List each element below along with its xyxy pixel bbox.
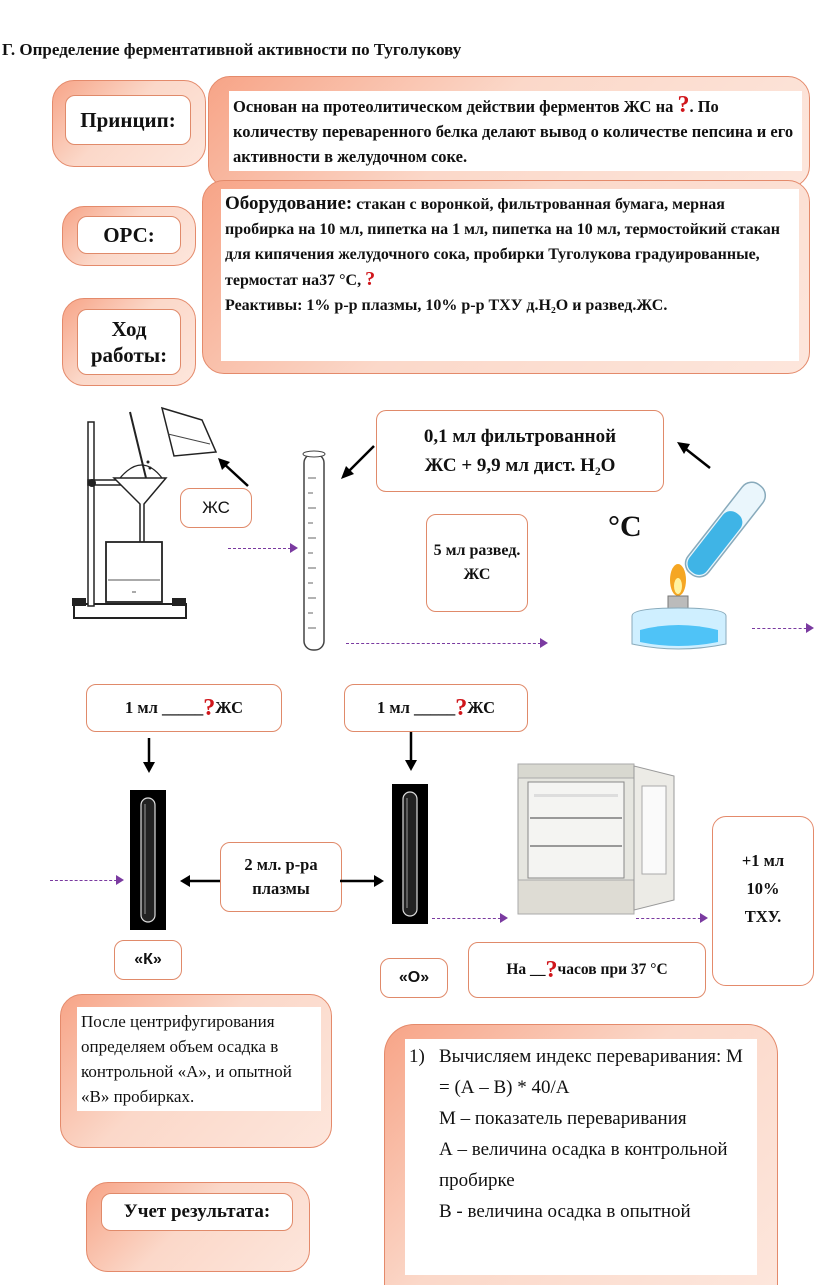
burner-heating-illustration <box>631 481 767 650</box>
question-mark: ? <box>677 92 690 118</box>
one-ml-right-box: 1 мл _____? ЖС <box>344 684 528 732</box>
principle-label-box: Принцип: <box>52 80 206 167</box>
reagents-text: Реактивы: 1% р-р плазмы, 10% р-р ТХУ д.Н… <box>225 297 668 314</box>
degree-c-label: °С <box>608 510 642 543</box>
procedure-label: Ход работы: <box>77 309 181 375</box>
incubator-illustration <box>517 763 675 915</box>
dilution-line-2: ЖС + 9,9 мл дист. Н₂О <box>424 455 616 476</box>
step-number: 1) <box>409 1046 425 1067</box>
centrifuge-note-box: После центрифугирования определяем объем… <box>60 994 332 1148</box>
results-label: Учет результата: <box>101 1193 293 1231</box>
graduated-tube-illustration <box>302 450 326 651</box>
ors-label: ОРС: <box>77 216 181 254</box>
calculation-text: 1) Вычисляем индекс переваривания: М = (… <box>405 1039 757 1275</box>
results-label-box: Учет результата: <box>86 1182 310 1272</box>
principle-label: Принцип: <box>65 95 191 145</box>
arrow-up-left-icon <box>218 458 249 487</box>
arrow-left-icon <box>180 875 222 887</box>
procedure-label-box: Ход работы: <box>62 298 196 386</box>
dilution-line-1: 0,1 мл фильтрованной <box>423 426 617 447</box>
tube-k-label: «К» <box>114 940 182 980</box>
tube-o-label: «О» <box>380 958 448 998</box>
question-mark: ? <box>455 694 468 721</box>
calc-line-4: В - величина осадка в опытной <box>439 1201 691 1222</box>
arrow-right-icon <box>340 875 384 887</box>
calc-line-3: А – величина осадка в контрольной пробир… <box>439 1139 728 1191</box>
principle-box: Основан на протеолитическом действии фер… <box>208 76 810 188</box>
equipment-text: Оборудование: стакан с воронкой, фильтро… <box>221 189 799 361</box>
arrow-down-icon <box>405 732 417 771</box>
equipment-heading: Оборудование: <box>225 193 353 214</box>
principle-text: Основан на протеолитическом действии фер… <box>229 91 802 171</box>
dashed-arrow <box>228 543 298 553</box>
question-mark: ? <box>545 956 558 983</box>
tca-box: +1 мл 10% ТХУ. <box>712 816 814 986</box>
calc-line-2: М – показатель переваривания <box>439 1108 687 1129</box>
arrow-up-left-icon <box>677 442 711 469</box>
calculation-box: 1) Вычисляем индекс переваривания: М = (… <box>384 1024 778 1285</box>
ors-label-box: ОРС: <box>62 206 196 266</box>
arrow-down-left-icon <box>341 445 375 479</box>
dashed-arrow <box>50 875 124 885</box>
five-ml-box: 5 мл развед. ЖС <box>426 514 528 612</box>
tca-text: +1 мл 10% ТХУ. <box>741 851 785 926</box>
dashed-arrow <box>636 913 708 923</box>
dashed-arrow <box>346 638 548 648</box>
one-ml-left-box: 1 мл _____? ЖС <box>86 684 282 732</box>
dashed-arrow <box>432 913 508 923</box>
question-mark: ? <box>203 694 216 721</box>
incubation-box: На __? часов при 37 °С <box>468 942 706 998</box>
control-tube-illustration <box>130 790 166 930</box>
plasma-box: 2 мл. р-ра плазмы <box>220 842 342 912</box>
page-title: Г. Определение ферментативной активности… <box>2 40 462 59</box>
experimental-tube-illustration <box>392 784 428 924</box>
dashed-arrow <box>752 623 814 633</box>
question-mark: ? <box>365 268 376 290</box>
filtration-stand-illustration <box>72 406 218 619</box>
zhs-label: ЖС <box>180 488 252 528</box>
dilution-box: 0,1 мл фильтрованной ЖС + 9,9 мл дист. Н… <box>376 410 664 492</box>
arrow-down-icon <box>143 738 155 773</box>
calc-line-1: Вычисляем индекс переваривания: М = (А –… <box>439 1046 743 1098</box>
equipment-box: Оборудование: стакан с воронкой, фильтро… <box>202 180 810 374</box>
centrifuge-note-text: После центрифугирования определяем объем… <box>77 1007 321 1111</box>
